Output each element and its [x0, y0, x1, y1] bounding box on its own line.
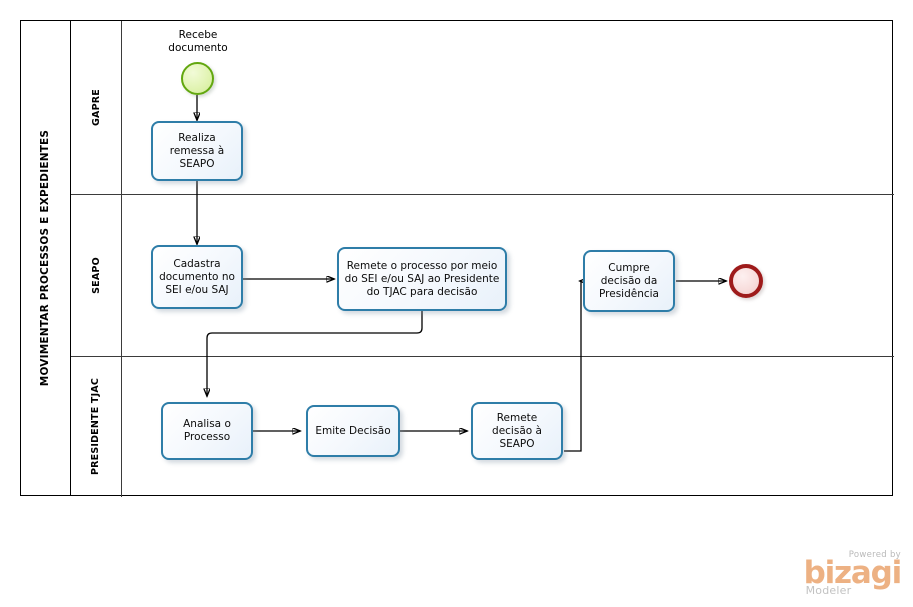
lane-presidente-tjac[interactable]: PRESIDENTE TJAC: [71, 356, 894, 497]
lane-label-seapo: SEAPO: [71, 194, 122, 356]
pool-title-label: MOVIMENTAR PROCESSOS E EXPEDIENTES: [39, 129, 52, 387]
task-analisa-processo-label: Analisa o Processo: [183, 418, 231, 443]
task-remete-processo-presidente-label: Remete o processo por meio do SEI e/ou S…: [344, 259, 500, 298]
powered-by-label: Powered by: [848, 550, 901, 560]
start-event-recebe-documento[interactable]: [181, 62, 214, 95]
task-cadastra-documento-label: Cadastra documento no SEI e/ou SAJ: [159, 257, 235, 296]
bizagi-wordmark: bizagi: [803, 555, 903, 591]
task-cadastra-documento[interactable]: Cadastra documento no SEI e/ou SAJ: [151, 245, 243, 309]
lane-seapo[interactable]: SEAPO: [71, 194, 894, 356]
lane-presidente-tjac-label: PRESIDENTE TJAC: [90, 377, 102, 476]
task-cumpre-decisao-presidencia[interactable]: Cumpre decisão da Presidência: [583, 250, 675, 312]
modeler-label: Modeler: [805, 584, 852, 597]
task-remete-decisao-seapo-label: Remete decisão à SEAPO: [492, 411, 542, 450]
lane-gapre-label: GAPRE: [90, 89, 102, 126]
lane-gapre[interactable]: GAPRE: [71, 21, 894, 194]
task-remete-processo-presidente[interactable]: Remete o processo por meio do SEI e/ou S…: [337, 247, 507, 311]
task-remete-decisao-seapo[interactable]: Remete decisão à SEAPO: [471, 402, 563, 460]
task-emite-decisao-label: Emite Decisão: [315, 424, 391, 437]
task-emite-decisao[interactable]: Emite Decisão: [306, 405, 400, 457]
end-event[interactable]: [729, 264, 763, 298]
pool-title: MOVIMENTAR PROCESSOS E EXPEDIENTES: [21, 21, 71, 495]
task-cumpre-decisao-presidencia-label: Cumpre decisão da Presidência: [599, 261, 659, 300]
lane-label-gapre: GAPRE: [71, 21, 122, 194]
lane-seapo-label: SEAPO: [90, 256, 102, 294]
lane-divider-2: [71, 356, 894, 357]
task-realiza-remessa-seapo-label: Realiza remessa à SEAPO: [169, 131, 225, 170]
task-realiza-remessa-seapo[interactable]: Realiza remessa à SEAPO: [151, 121, 243, 181]
lane-label-presidente-tjac: PRESIDENTE TJAC: [71, 356, 122, 497]
start-event-label: Recebe documento: [168, 29, 228, 54]
lane-divider-1: [71, 194, 894, 195]
task-analisa-processo[interactable]: Analisa o Processo: [161, 402, 253, 460]
bizagi-logo: Powered by bizagi Modeler: [803, 550, 903, 597]
